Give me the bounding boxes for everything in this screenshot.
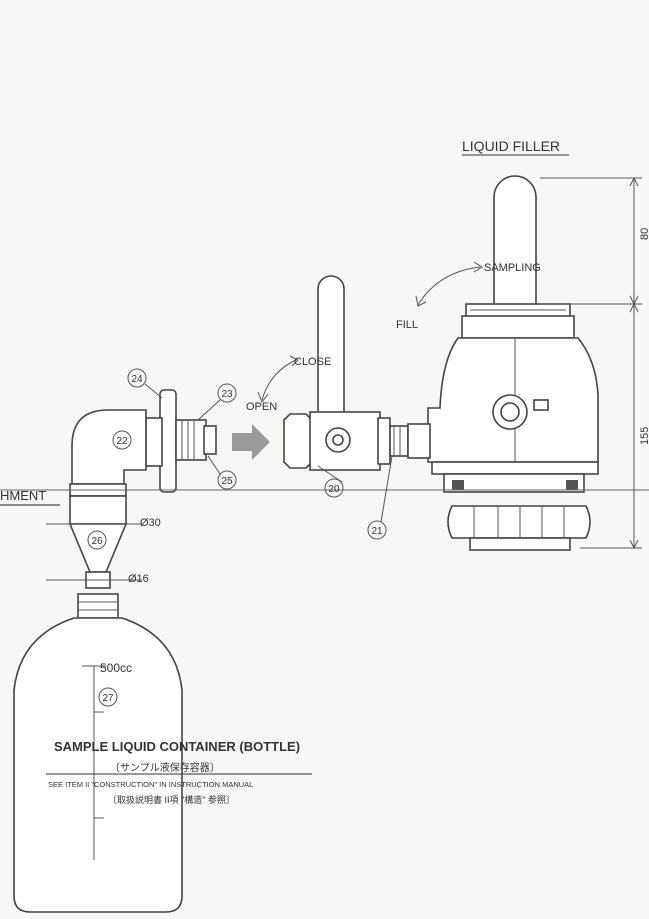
attachment-label: HMENT xyxy=(0,488,46,503)
dimension-80: 80 xyxy=(639,228,649,240)
filler-title: LIQUID FILLER xyxy=(462,138,560,154)
part-23: 23 xyxy=(221,389,233,400)
dimension-dia16: Ø16 xyxy=(128,573,149,585)
elbow-attachment xyxy=(69,389,217,497)
valve-assembly xyxy=(283,275,431,471)
bottle-caption-jp: 〔サンプル液保存容器〕 xyxy=(110,761,220,774)
manual-note: SEE ITEM II "CONSTRUCTION" IN INSTRUCTIO… xyxy=(48,780,253,789)
part-callouts: 20 21 22 23 24 25 26 27 xyxy=(87,368,393,707)
part-25: 25 xyxy=(221,476,233,487)
part-21: 21 xyxy=(371,526,383,537)
part-20: 20 xyxy=(328,484,340,495)
bottle-caption: SAMPLE LIQUID CONTAINER (BOTTLE) xyxy=(54,739,300,754)
part-26: 26 xyxy=(91,536,103,547)
connect-direction-arrow xyxy=(232,424,270,460)
liquid-filler-assembly xyxy=(427,175,599,551)
dimension-155: 155 xyxy=(639,427,649,445)
sampling-arc-arrow xyxy=(417,266,481,306)
close-open-arc-arrow xyxy=(261,359,297,401)
open-label: OPEN xyxy=(246,401,277,413)
part-27: 27 xyxy=(102,693,114,704)
part-24: 24 xyxy=(131,374,143,385)
bottle-volume: 500cc xyxy=(100,661,132,675)
dimension-dia30: Ø30 xyxy=(140,517,161,529)
part-22: 22 xyxy=(116,436,128,447)
sample-bottle xyxy=(13,593,183,913)
dimension-lines xyxy=(540,176,642,550)
fill-label: FILL xyxy=(396,319,418,331)
manual-note-jp: 〔取扱説明書 II項 "構造" 参照〕 xyxy=(108,794,235,805)
close-label: CLOSE xyxy=(294,356,331,368)
sampling-label: SAMPLING xyxy=(484,262,541,274)
